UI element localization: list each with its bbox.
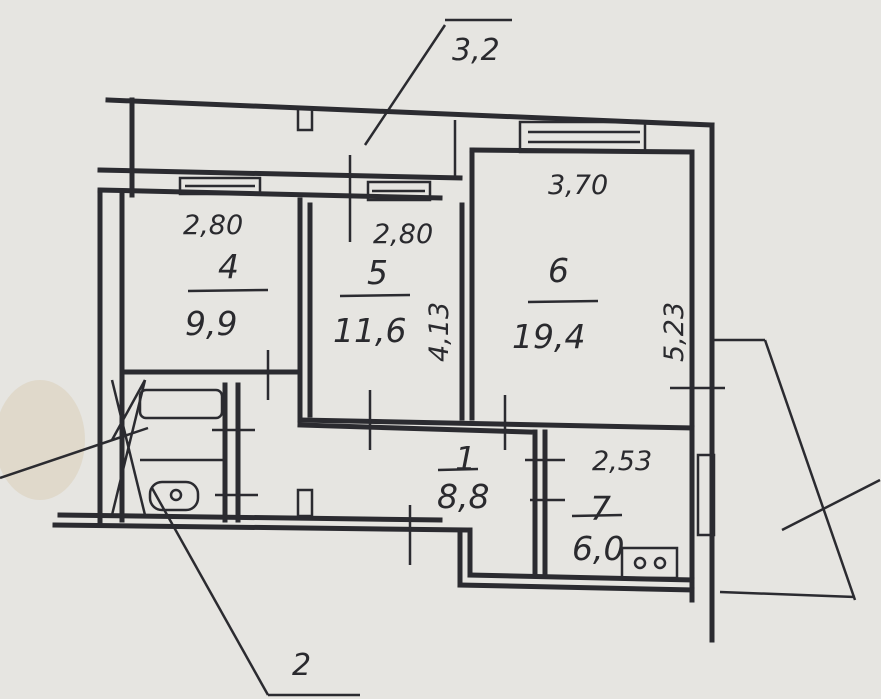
room-4-number: 4 (218, 247, 239, 286)
room-1-number: 1 (455, 439, 476, 478)
room-5-number: 5 (367, 253, 388, 292)
room-6-area: 19,4 (512, 317, 585, 356)
room-5: 2,80 5 11,6 4,13 (333, 219, 455, 362)
room-6-number: 6 (548, 251, 569, 290)
callout-balcony-label: 3,2 (452, 33, 500, 68)
room-5-width: 2,80 (373, 219, 433, 250)
room-4: 2,80 4 9,9 (183, 210, 269, 343)
callout-leaders (0, 18, 881, 697)
door-marks (212, 155, 725, 565)
room-6: 3,70 6 19,4 5,23 (512, 170, 690, 362)
balcony-right (712, 338, 857, 601)
room-7: 2,53 7 6,0 (571, 446, 652, 568)
callout-bathroom-label: 2 (292, 648, 311, 683)
bathtub-icon (138, 388, 224, 420)
room-4-area: 9,9 (185, 304, 237, 343)
room-5-depth: 4,13 (424, 302, 455, 362)
room-5-area: 11,6 (333, 311, 406, 350)
bathroom-fixtures (110, 379, 225, 516)
room-1-area: 8,8 (437, 477, 489, 516)
windows (178, 120, 716, 537)
room-6-depth: 5,23 (659, 302, 690, 362)
room-7-number: 7 (590, 489, 611, 528)
balcony (296, 106, 457, 180)
room-6-width: 3,70 (548, 170, 608, 201)
room-7-width: 2,53 (592, 446, 652, 477)
stove-icon (620, 546, 679, 580)
room-4-width: 2,80 (183, 210, 243, 241)
room-7-area: 6,0 (572, 529, 624, 568)
room-1: 1 8,8 (437, 439, 489, 516)
sink-icon (148, 480, 200, 512)
